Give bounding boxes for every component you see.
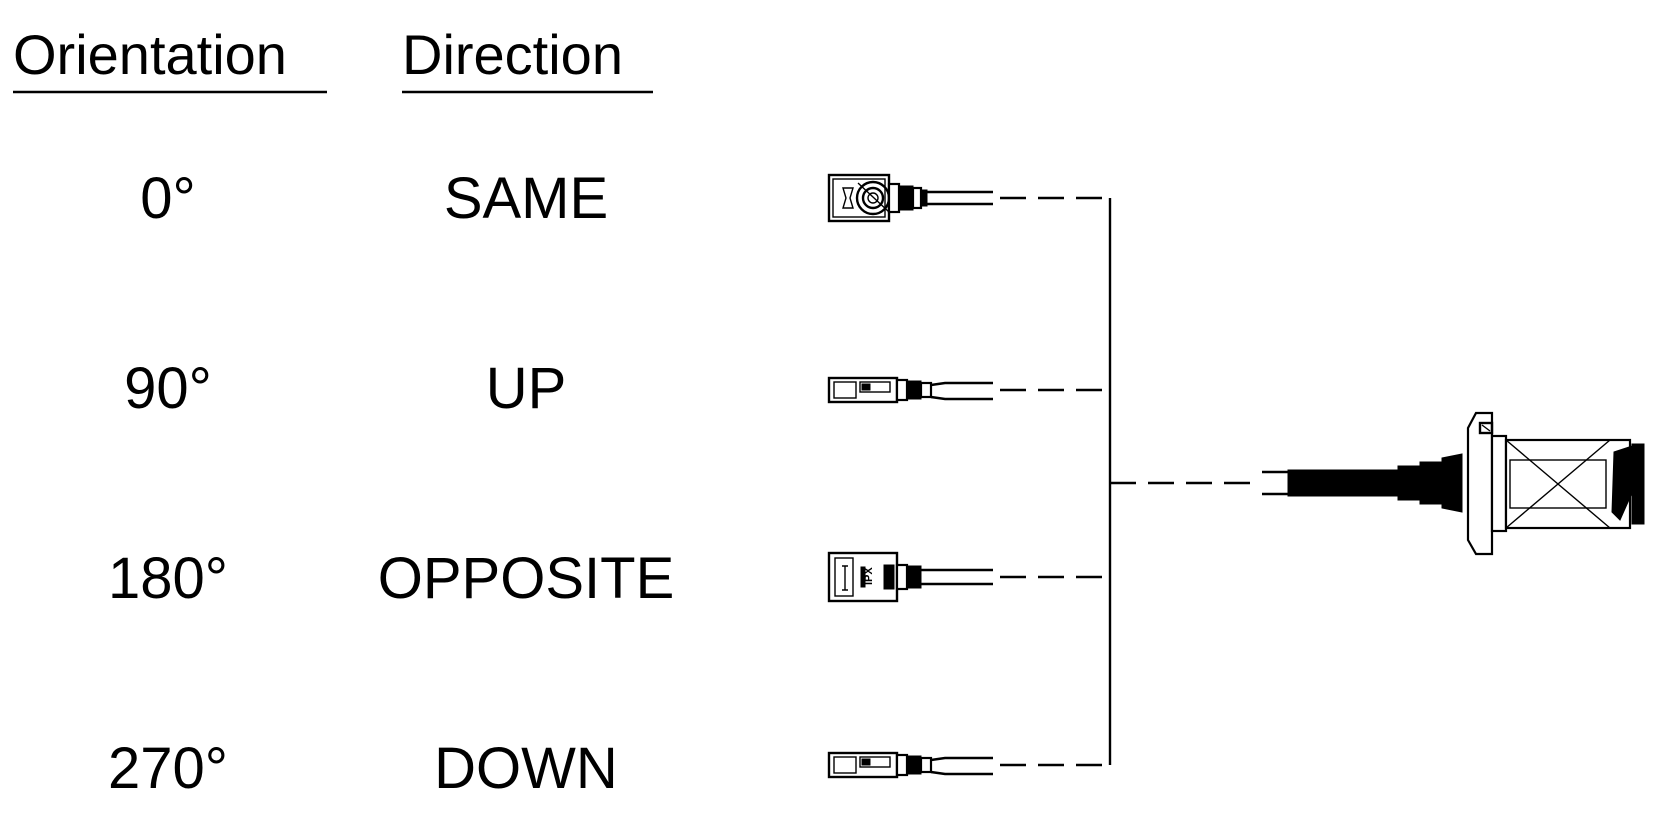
row-3: 270° DOWN [108, 736, 618, 801]
direction-value: UP [486, 356, 567, 421]
row-2: 180° OPPOSITE [108, 546, 674, 611]
orientation-value: 270° [108, 736, 228, 801]
connector-side-view-icon [827, 751, 993, 779]
orientation-header: Orientation [13, 23, 287, 86]
dashed-connection-lines [1000, 196, 1258, 767]
connector-side-view-icon [827, 376, 993, 404]
direction-header: Direction [402, 23, 623, 86]
direction-value: SAME [444, 166, 608, 231]
direction-value: DOWN [434, 736, 618, 801]
ipx-marking: IPX [863, 567, 875, 585]
row-0: 0° SAME [140, 166, 608, 231]
orientation-value: 90° [124, 356, 212, 421]
connector-top-view-icon [827, 173, 993, 223]
orientation-value: 0° [140, 166, 195, 231]
direction-value: OPPOSITE [378, 546, 675, 611]
bulkhead-connector-icon [1262, 411, 1645, 556]
row-1: 90° UP [124, 356, 566, 421]
connector-bottom-view-icon: IPX [827, 551, 993, 603]
orientation-value: 180° [108, 546, 228, 611]
